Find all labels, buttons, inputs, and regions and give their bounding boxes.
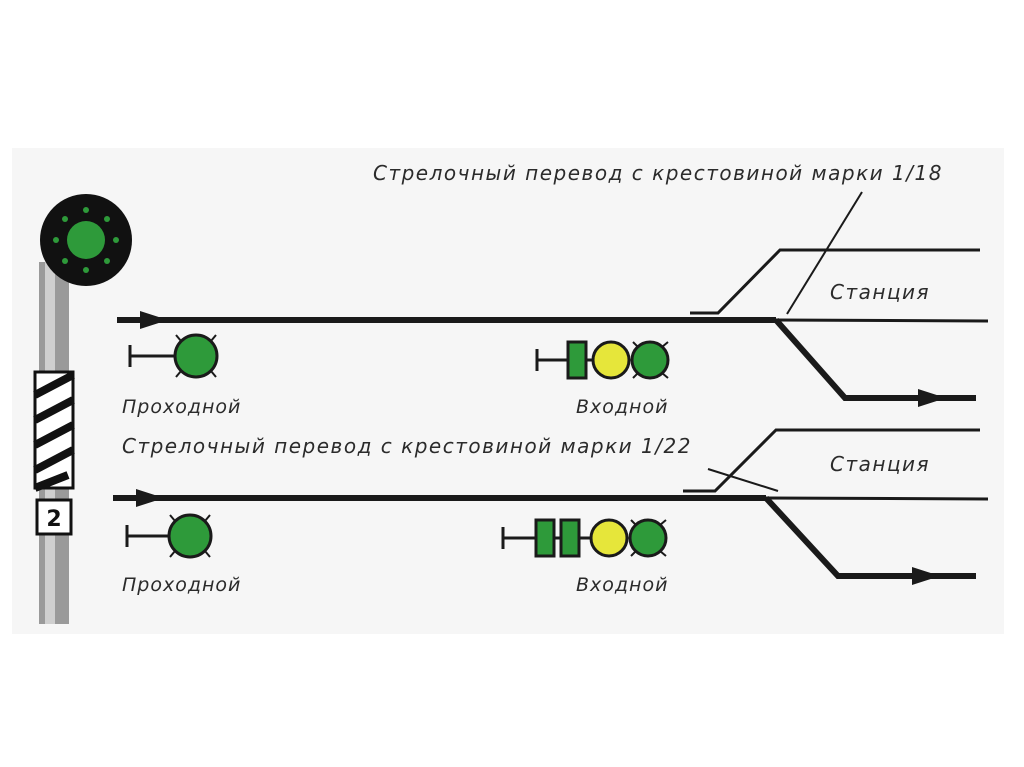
number-plate	[35, 498, 73, 536]
bottom-scheme: Стрелочный перевод с крестовиной марки 1…	[113, 428, 989, 596]
bottom-entry-label: Входной	[576, 574, 668, 596]
bottom-entry-signal	[501, 518, 668, 558]
bottom-entry-yellow-lamp	[589, 518, 629, 558]
top-exit-track	[773, 318, 976, 401]
mast-green-lamp	[67, 221, 105, 259]
bottom-station-label: Станция	[830, 452, 930, 476]
top-entry-signal	[535, 340, 670, 380]
bottom-leader-line	[707, 468, 779, 492]
mast-lamp-rays	[53, 207, 119, 273]
bottom-station-track-upper	[683, 428, 980, 493]
bottom-pass-signal	[125, 513, 213, 559]
mast-signal: 2	[33, 194, 132, 624]
top-station-track-upper	[690, 248, 980, 315]
bottom-station-track-lower	[765, 496, 989, 501]
top-pass-label: Проходной	[122, 396, 241, 418]
bottom-entry-arrow	[136, 489, 164, 507]
bottom-entry-green-lamp	[628, 518, 668, 558]
top-station-label: Станция	[830, 280, 930, 304]
top-scheme: Стрелочный перевод с крестовиной марки 1…	[117, 161, 989, 418]
bottom-entry-shunt-lamp-2	[559, 518, 581, 558]
bottom-exit-track	[763, 495, 976, 579]
top-entry-yellow-lamp	[591, 340, 631, 380]
top-exit-arrow	[918, 389, 946, 407]
top-entry-label: Входной	[576, 396, 668, 418]
bottom-turnout-caption: Стрелочный перевод с крестовиной марки 1…	[122, 434, 692, 458]
bottom-pass-label: Проходной	[122, 574, 241, 596]
top-entry-green-lamp	[630, 340, 670, 380]
number-plate-text: 2	[46, 507, 61, 532]
top-station-track-lower	[775, 318, 989, 323]
top-entry-arrow	[140, 311, 168, 329]
bottom-exit-arrow	[912, 567, 940, 585]
bottom-entry-shunt-lamp-1	[534, 518, 556, 558]
top-turnout-caption: Стрелочный перевод с крестовиной марки 1…	[373, 161, 943, 185]
bottom-pass-green-lamp	[167, 513, 213, 559]
top-pass-signal	[128, 333, 219, 379]
top-pass-green-lamp	[173, 333, 219, 379]
top-leader-line	[786, 191, 863, 315]
top-entry-shunt-lamp	[566, 340, 588, 380]
